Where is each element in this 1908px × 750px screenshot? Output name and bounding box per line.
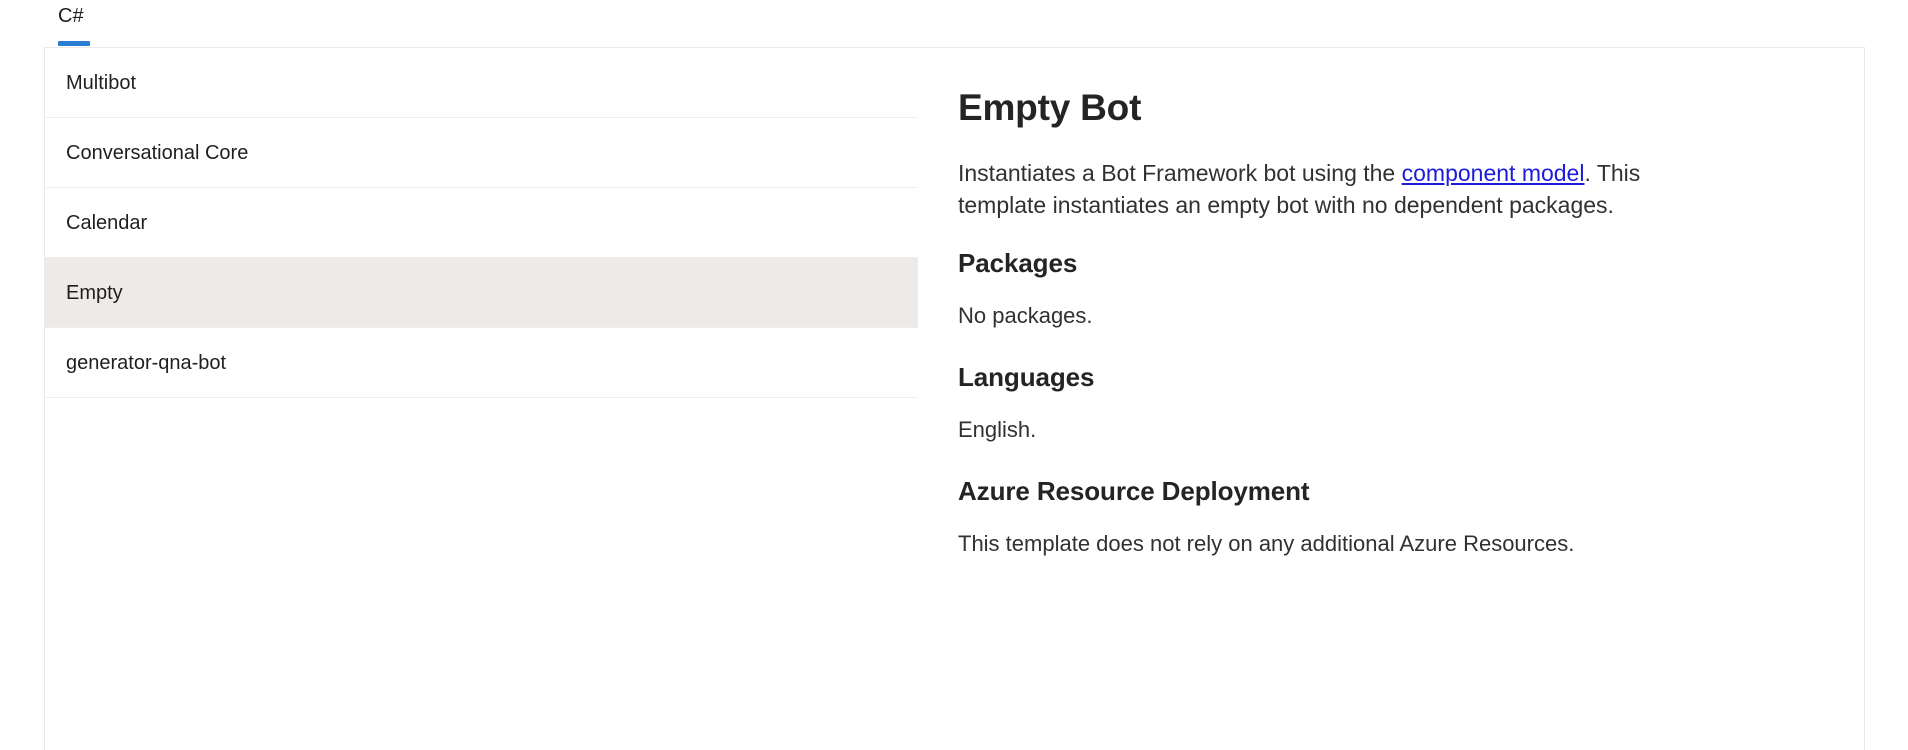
list-item-label: Calendar — [66, 211, 148, 234]
template-list: Multibot Conversational Core Calendar Em… — [45, 48, 918, 750]
template-description: Instantiates a Bot Framework bot using t… — [958, 157, 1658, 221]
tab-active-indicator — [58, 41, 90, 46]
section-heading-azure-resource-deployment: Azure Resource Deployment — [958, 476, 1310, 506]
description-text-after: . This template instantiates an empty bo… — [958, 160, 1641, 218]
section-heading-languages: Languages — [958, 362, 1095, 392]
list-item[interactable]: Calendar — [45, 188, 918, 258]
tab-csharp-label: C# — [58, 5, 84, 27]
section-body-azure-resource-deployment: This template does not rely on any addit… — [958, 531, 1575, 556]
section-body-packages: No packages. — [958, 303, 1093, 328]
list-item-label: generator-qna-bot — [66, 351, 227, 374]
component-model-link[interactable]: component model — [1401, 160, 1585, 186]
language-tab-strip: C# — [0, 0, 1908, 47]
list-item[interactable]: Conversational Core — [45, 118, 918, 188]
template-browser: Multibot Conversational Core Calendar Em… — [44, 47, 1865, 750]
section-heading-packages: Packages — [958, 248, 1078, 278]
list-item[interactable]: generator-qna-bot — [45, 328, 918, 398]
description-text-before: Instantiates a Bot Framework bot using t… — [958, 160, 1402, 186]
list-item[interactable]: Multibot — [45, 48, 918, 118]
list-item-label: Conversational Core — [66, 141, 249, 164]
list-item-label: Multibot — [66, 71, 137, 94]
section-body-languages: English. — [958, 417, 1037, 442]
list-item-selected[interactable]: Empty — [45, 258, 918, 328]
list-item-label: Empty — [66, 281, 123, 304]
tab-csharp[interactable]: C# — [44, 0, 98, 47]
page-title: Empty Bot — [958, 87, 1142, 128]
template-detail-pane: Empty Bot Instantiates a Bot Framework b… — [918, 48, 1864, 750]
